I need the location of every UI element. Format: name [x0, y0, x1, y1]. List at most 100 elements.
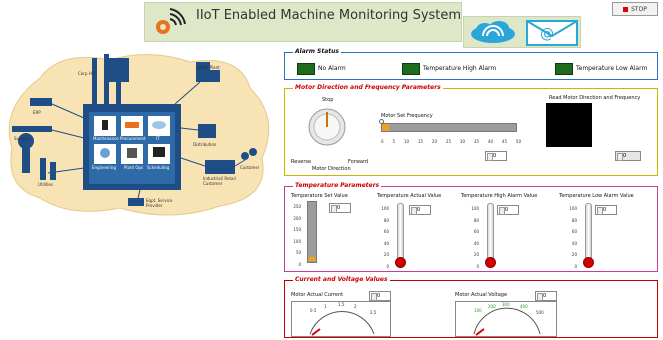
temp-actual-value: 0	[409, 205, 431, 215]
current-tick: 2	[354, 304, 357, 309]
scale-tick: 20	[383, 252, 389, 257]
scale-tick: 80	[571, 217, 577, 223]
alarm-status-panel: Alarm Status No Alarm Temperature High A…	[284, 48, 658, 80]
scale-tick: 40	[473, 240, 479, 246]
freq-tick: 40	[487, 139, 493, 144]
current-gauge: 0.5 1 1.5 2 2.5	[291, 301, 391, 337]
label-it: IT	[156, 136, 160, 141]
scale-tick: 0	[574, 263, 577, 269]
freq-numeric-input[interactable]: 0	[485, 151, 507, 161]
knob-caption: Motor Direction	[312, 166, 351, 172]
led-temp-high-alarm	[402, 63, 420, 75]
read-motor-value: 0	[615, 151, 641, 161]
svg-text:@: @	[540, 26, 554, 42]
label-maintenance: Maintenance	[93, 136, 119, 141]
temp-set-slider-thumb[interactable]	[308, 257, 316, 261]
temp-low-thermometer	[585, 203, 592, 261]
connectivity-icons: @	[463, 16, 581, 48]
scale-tick: 250	[293, 204, 301, 209]
label-distribution: Distribution	[193, 142, 217, 147]
voltage-tick: 300	[502, 302, 510, 307]
voltage-gauge-dial	[473, 307, 541, 336]
label-no-alarm: No Alarm	[318, 65, 346, 72]
temperature-panel: Temperature Parameters Temperature Set V…	[284, 182, 658, 272]
knob-stop-label: Stop	[322, 97, 334, 103]
label-temp-high-alarm: Temperature High Alarm	[423, 65, 497, 72]
current-voltage-panel: Current and Voltage Values Motor Actual …	[284, 276, 658, 338]
scale-tick: 200	[293, 215, 301, 221]
freq-tick: 45	[501, 139, 507, 144]
freq-tick: 25	[445, 139, 451, 144]
scale-tick: 100	[471, 206, 479, 211]
temp-high-bulb	[485, 257, 496, 268]
cloud-icon	[471, 21, 515, 43]
current-voltage-title: Current and Voltage Values	[293, 276, 390, 283]
temp-set-slider[interactable]	[307, 201, 317, 263]
stop-button[interactable]: STOP	[612, 2, 658, 16]
knob-reverse-label: Reverse	[291, 159, 312, 165]
scale-tick: 60	[383, 229, 389, 234]
diagram-graphic	[8, 54, 270, 216]
freq-tick: 20	[431, 139, 437, 144]
current-tick: 1.5	[338, 302, 345, 307]
label-corp-hq: Corp HQ	[78, 71, 95, 76]
freq-slider-thumb[interactable]	[379, 119, 384, 124]
app-title: IIoT Enabled Machine Monitoring System	[196, 8, 462, 23]
knob-forward-label: Forward	[348, 159, 369, 165]
scale-tick: 150	[293, 227, 301, 232]
alarm-status-title: Alarm Status	[293, 48, 341, 55]
current-value: 0	[369, 291, 391, 301]
temp-set-scale: 250 200 150 100 50 0	[289, 201, 301, 270]
temp-low-scale: 100 80 60 40 20 0	[565, 203, 577, 272]
freq-tick: 35	[473, 139, 479, 144]
scale-tick: 0	[476, 263, 479, 269]
freq-tick: 30	[459, 139, 465, 144]
temp-low-label: Temperature Low Alarm Value	[559, 193, 634, 199]
scale-tick: 100	[381, 206, 389, 211]
label-plant-ops: Plant Ops	[124, 165, 144, 170]
scale-tick: 80	[473, 217, 479, 223]
freq-tick: 5	[392, 139, 395, 144]
scale-tick: 40	[383, 240, 389, 246]
label-procurement: Procurement	[120, 136, 146, 141]
current-tick: 0.5	[310, 308, 317, 313]
freq-tick: 15	[417, 139, 423, 144]
label-scheduling: Scheduling	[147, 165, 170, 170]
scale-tick: 40	[571, 240, 577, 246]
freq-slider-fill	[382, 124, 389, 131]
freq-label: Motor Set Frequency	[381, 113, 433, 119]
label-engineering: Engineering	[92, 165, 116, 170]
email-icon: @	[526, 20, 578, 46]
temp-low-input[interactable]: 0	[595, 205, 617, 215]
label-customer: Customer	[240, 165, 260, 170]
motor-direction-knob[interactable]	[307, 107, 347, 147]
scale-tick: 20	[473, 252, 479, 257]
temp-actual-thermometer	[397, 203, 404, 261]
temperature-panel-title: Temperature Parameters	[293, 182, 382, 189]
scale-tick: 0	[298, 261, 301, 267]
read-motor-display	[546, 103, 592, 147]
temp-high-input[interactable]: 0	[497, 205, 519, 215]
current-tick: 1	[324, 304, 327, 309]
freq-tick: 0	[381, 139, 384, 144]
label-eqpt-provider: Eqpt. Service Provider	[146, 198, 173, 208]
label-supplier: Supplier	[14, 136, 31, 141]
temp-set-input[interactable]: 0	[329, 203, 351, 213]
title-banner	[144, 2, 462, 42]
temp-low-bulb	[583, 257, 594, 268]
label-erp: ERP	[33, 110, 41, 115]
temp-high-scale: 100 80 60 40 20 0	[467, 203, 479, 272]
scale-tick: 50	[295, 250, 301, 255]
scale-tick: 100	[569, 206, 577, 211]
voltage-tick: 500	[536, 310, 544, 315]
freq-slider-track[interactable]	[381, 123, 517, 132]
freq-ticks: 0 5 10 15 20 25 30 35 40 45 50	[381, 139, 521, 144]
label-temp-low-alarm: Temperature Low Alarm	[576, 65, 648, 72]
stop-icon	[623, 6, 629, 12]
scale-tick: 0	[386, 263, 389, 269]
scale-tick: 100	[293, 238, 301, 244]
current-tick: 2.5	[370, 310, 377, 315]
temp-set-label: Temperature Set Value	[291, 193, 348, 199]
temp-actual-bulb	[395, 257, 406, 268]
voltage-gauge: 100 200 300 400 500	[455, 301, 557, 337]
